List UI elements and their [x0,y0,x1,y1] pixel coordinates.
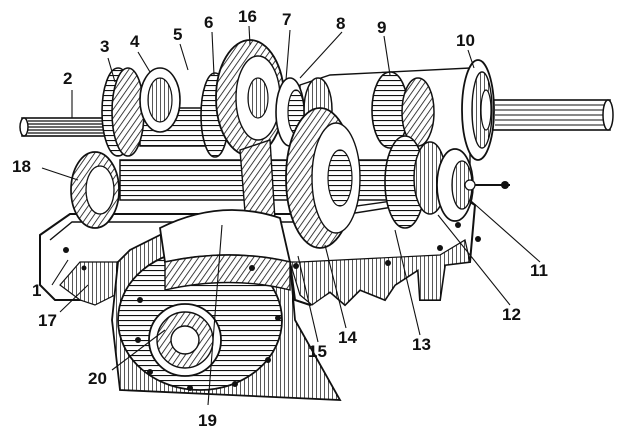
gear-18 [70,151,120,229]
gear-16 [215,39,285,157]
callout-2: 2 [63,69,72,88]
callout-1: 1 [32,281,41,300]
callout-labels: 1 2 3 4 5 6 7 8 9 10 11 12 13 14 15 16 1… [12,7,548,430]
callout-19: 19 [198,411,217,430]
callout-17: 17 [38,311,57,330]
callout-5: 5 [173,25,182,44]
callout-15: 15 [308,342,327,361]
callout-7: 7 [282,10,291,29]
gear-15-cone [239,139,276,221]
callout-4: 4 [130,32,140,51]
bearing-10 [461,59,495,161]
callout-6: 6 [204,13,213,32]
callout-10: 10 [456,31,475,50]
callout-18: 18 [12,157,31,176]
callout-9: 9 [377,18,386,37]
gear-20 [148,303,222,377]
callout-20: 20 [88,369,107,388]
bearing-11 [436,148,510,222]
gear-3 [101,67,145,157]
callout-3: 3 [100,37,109,56]
gear-4 [139,67,181,133]
gear-14 [285,107,361,249]
leader-lines [41,25,541,406]
callout-16: 16 [238,7,257,26]
callout-14: 14 [338,328,357,347]
callout-13: 13 [412,335,431,354]
callout-8: 8 [336,14,345,33]
callout-11: 11 [530,261,548,280]
callout-12: 12 [502,305,521,324]
